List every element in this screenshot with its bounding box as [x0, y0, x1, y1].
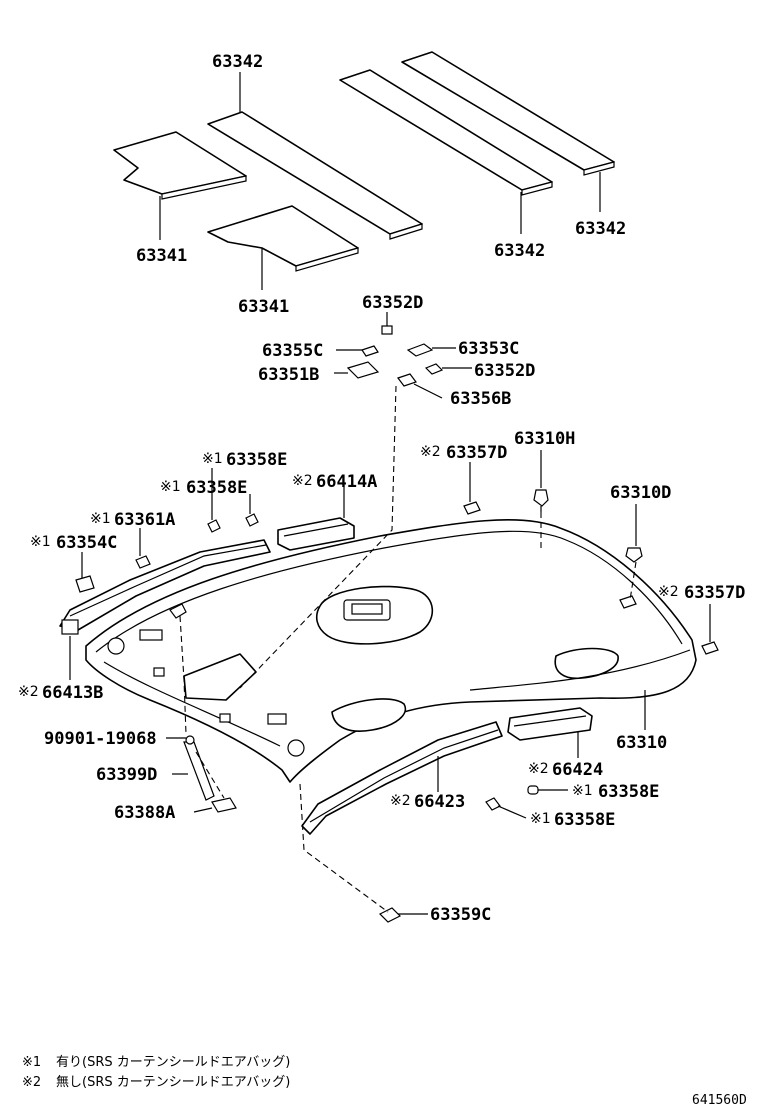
mark-note2: ※2: [420, 444, 441, 460]
label-63342-top: 63342: [212, 52, 263, 72]
pad-63359c: [378, 907, 402, 923]
label-63358e-d: 63358E: [554, 810, 615, 830]
mark-note2: ※2: [528, 761, 549, 777]
label-63358e-c: 63358E: [598, 782, 659, 802]
pad-63357d-b: [701, 641, 719, 655]
mark-note1: ※1: [530, 811, 551, 827]
label-63310: 63310: [616, 733, 667, 753]
label-63310h: 63310H: [514, 429, 575, 449]
rail-66413b: [59, 539, 271, 635]
label-63342-right: 63342: [575, 219, 626, 239]
small-pads: [346, 325, 444, 387]
rail-66423: [301, 721, 503, 835]
pad-63361a: [135, 555, 151, 569]
label-63388a: 63388A: [114, 803, 175, 823]
pad-63341-left: [113, 131, 247, 200]
pad-63354c: [75, 575, 95, 593]
mark-note1: ※1: [202, 451, 223, 467]
mark-note1: ※1: [30, 534, 51, 550]
label-63356b: 63356B: [450, 389, 511, 409]
mark-note1: ※1: [160, 479, 181, 495]
pad-63358e-d: [485, 797, 501, 811]
label-63341-a: 63341: [136, 246, 187, 266]
label-63358e-a: 63358E: [226, 450, 287, 470]
label-63341-b: 63341: [238, 297, 289, 317]
bracket-63399d: [183, 735, 215, 801]
label-90901-19068: 90901-19068: [44, 729, 157, 749]
label-63342-mid: 63342: [494, 241, 545, 261]
label-63352d-b: 63352D: [474, 361, 535, 381]
label-66414a: 66414A: [316, 472, 377, 492]
clip-63310h: [533, 489, 549, 512]
pad-63358e-c: [527, 785, 539, 795]
label-63352d-a: 63352D: [362, 293, 423, 313]
mark-note2: ※2: [390, 793, 411, 809]
label-63361a: 63361A: [114, 510, 175, 530]
label-63355c: 63355C: [262, 341, 323, 361]
label-63310d: 63310D: [610, 483, 671, 503]
clip-63388a: [211, 797, 237, 813]
label-66413b: 66413B: [42, 683, 103, 703]
note2-mark: ※2: [22, 1075, 41, 1090]
note1-text: 有り(SRS カーテンシールドエアバッグ): [56, 1055, 290, 1070]
mark-note2: ※2: [292, 473, 313, 489]
mark-note1: ※1: [572, 783, 593, 799]
headliner-63310: [85, 519, 697, 783]
strip-63342-right: [401, 51, 615, 176]
pad-63358e-a: [207, 519, 221, 533]
duct-66414a: [277, 517, 355, 551]
label-63358e-b: 63358E: [186, 478, 247, 498]
note2-text: 無し(SRS カーテンシールドエアバッグ): [56, 1075, 290, 1090]
pad-63358e-b: [245, 513, 259, 527]
pad-63357d-a: [463, 501, 481, 515]
label-63353c: 63353C: [458, 339, 519, 359]
label-66424: 66424: [552, 760, 603, 780]
label-63357d-a: 63357D: [446, 443, 507, 463]
diagram-code: 641560D: [692, 1093, 747, 1108]
label-63351b: 63351B: [258, 365, 319, 385]
mark-note2: ※2: [658, 584, 679, 600]
mark-note1: ※1: [90, 511, 111, 527]
clip-63310d: [625, 547, 643, 563]
label-63354c: 63354C: [56, 533, 117, 553]
strip-63342-mid: [339, 69, 553, 196]
label-63357d-b: 63357D: [684, 583, 745, 603]
duct-66424: [507, 707, 593, 741]
label-63399d: 63399D: [96, 765, 157, 785]
strip-63342-top: [207, 111, 423, 240]
note1-mark: ※1: [22, 1055, 41, 1070]
label-66423: 66423: [414, 792, 465, 812]
pad-63341-lower: [207, 205, 359, 272]
label-63359c: 63359C: [430, 905, 491, 925]
mark-note2: ※2: [18, 684, 39, 700]
